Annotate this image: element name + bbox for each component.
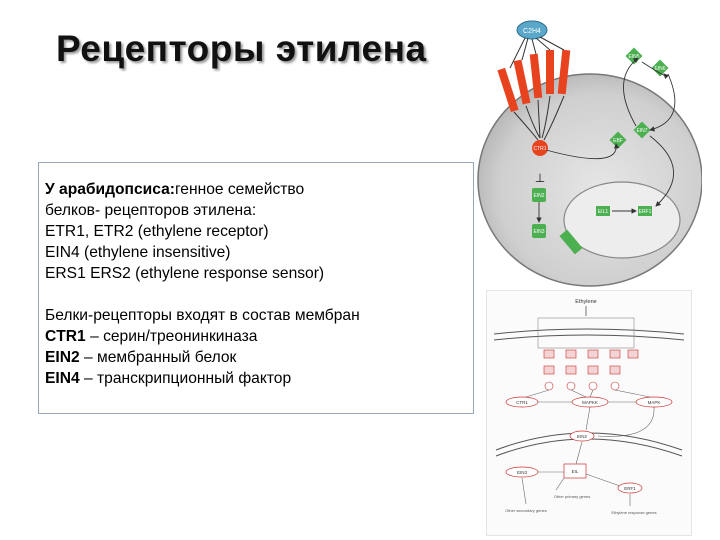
receptor-family-line: белков- рецепторов этилена: bbox=[45, 200, 467, 221]
pw-secondary-genes: Other secondary genes bbox=[505, 508, 547, 513]
ein7-label: EIN7 bbox=[636, 128, 647, 134]
protein-role-text: Белки-рецепторы входят в состав мембран bbox=[45, 307, 360, 324]
receptor-family-text: ETR1, ETR2 (ethylene receptor) bbox=[45, 223, 269, 240]
protein-role-line: EIN2 – мембранный белок bbox=[45, 347, 467, 368]
description-box: У арабидопсиса:генное семейство белков- р… bbox=[38, 162, 474, 414]
pw-ein3-label: EIN3 bbox=[517, 470, 528, 475]
ein5-label: EIN5 bbox=[628, 54, 639, 60]
protein-role-line: CTR1 – серин/треонинкиназа bbox=[45, 326, 467, 347]
protein-role-term: CTR1 bbox=[45, 328, 86, 345]
pw-erf1-label: ERF1 bbox=[624, 486, 636, 491]
pw-ctr1-label: CTR1 bbox=[516, 400, 528, 405]
ethylene-signaling-pathway: Ethylene CTR1 MAPKK MAPK EIN2 EIN3 EI bbox=[486, 290, 692, 536]
slide-title: Рецепторы этилена bbox=[56, 28, 427, 70]
paragraph-gap bbox=[45, 284, 467, 305]
protein-role-text: – транскрипционный фактор bbox=[80, 370, 291, 387]
pw-response-genes: Ethylene response genes bbox=[611, 510, 656, 515]
protein-role-line: Белки-рецепторы входят в состав мембран bbox=[45, 305, 467, 326]
pw-ethylene-label: Ethylene bbox=[575, 299, 596, 305]
receptor-family-paragraph: У арабидопсиса:генное семейство белков- р… bbox=[45, 179, 467, 284]
receptor-family-line: У арабидопсиса:генное семейство bbox=[45, 179, 467, 200]
ethylene-cell-diagram: C2H4 CTR1 EIN5 EIN6 EIN7 EBF ⊥ EIN2 EIN3… bbox=[470, 10, 702, 290]
eil1-label: EIL1 bbox=[598, 209, 609, 215]
ctr1-label: CTR1 bbox=[533, 146, 546, 152]
pw-mapkk-label: MAPKK bbox=[582, 400, 598, 405]
protein-role-term: EIN2 bbox=[45, 349, 80, 366]
receptor-family-line: ERS1 ERS2 (ethylene response sensor) bbox=[45, 263, 467, 284]
ligand-label: C2H4 bbox=[523, 28, 541, 35]
receptor-family-line: ETR1, ETR2 (ethylene receptor) bbox=[45, 221, 467, 242]
protein-role-text: – мембранный белок bbox=[80, 349, 237, 366]
protein-role-line: EIN4 – транскрипционный фактор bbox=[45, 368, 467, 389]
receptor-family-term: У арабидопсиса: bbox=[45, 181, 175, 198]
receptor-family-text: генное семейство bbox=[175, 181, 304, 198]
pw-eil-label: EIL bbox=[572, 469, 579, 474]
receptor-family-line: EIN4 (ethylene insensitive) bbox=[45, 242, 467, 263]
protein-role-text: – серин/треонинкиназа bbox=[86, 328, 258, 345]
pw-ein2-label: EIN2 bbox=[577, 434, 588, 439]
receptor-family-text: ERS1 ERS2 (ethylene response sensor) bbox=[45, 265, 324, 282]
nucleus bbox=[564, 182, 680, 258]
pw-mapk-label: MAPK bbox=[648, 400, 661, 405]
inhibition-mark: ⊥ bbox=[535, 171, 545, 185]
receptor-family-text: EIN4 (ethylene insensitive) bbox=[45, 244, 230, 261]
ebf-label: EBF bbox=[613, 138, 623, 144]
erf1-label: ERF1 bbox=[639, 209, 652, 215]
pw-primary-genes: Other primary genes bbox=[554, 494, 590, 499]
ein3-label: EIN3 bbox=[533, 229, 544, 235]
receptor-family-text: белков- рецепторов этилена: bbox=[45, 202, 256, 219]
protein-role-term: EIN4 bbox=[45, 370, 80, 387]
ein2-label: EIN2 bbox=[533, 193, 544, 199]
